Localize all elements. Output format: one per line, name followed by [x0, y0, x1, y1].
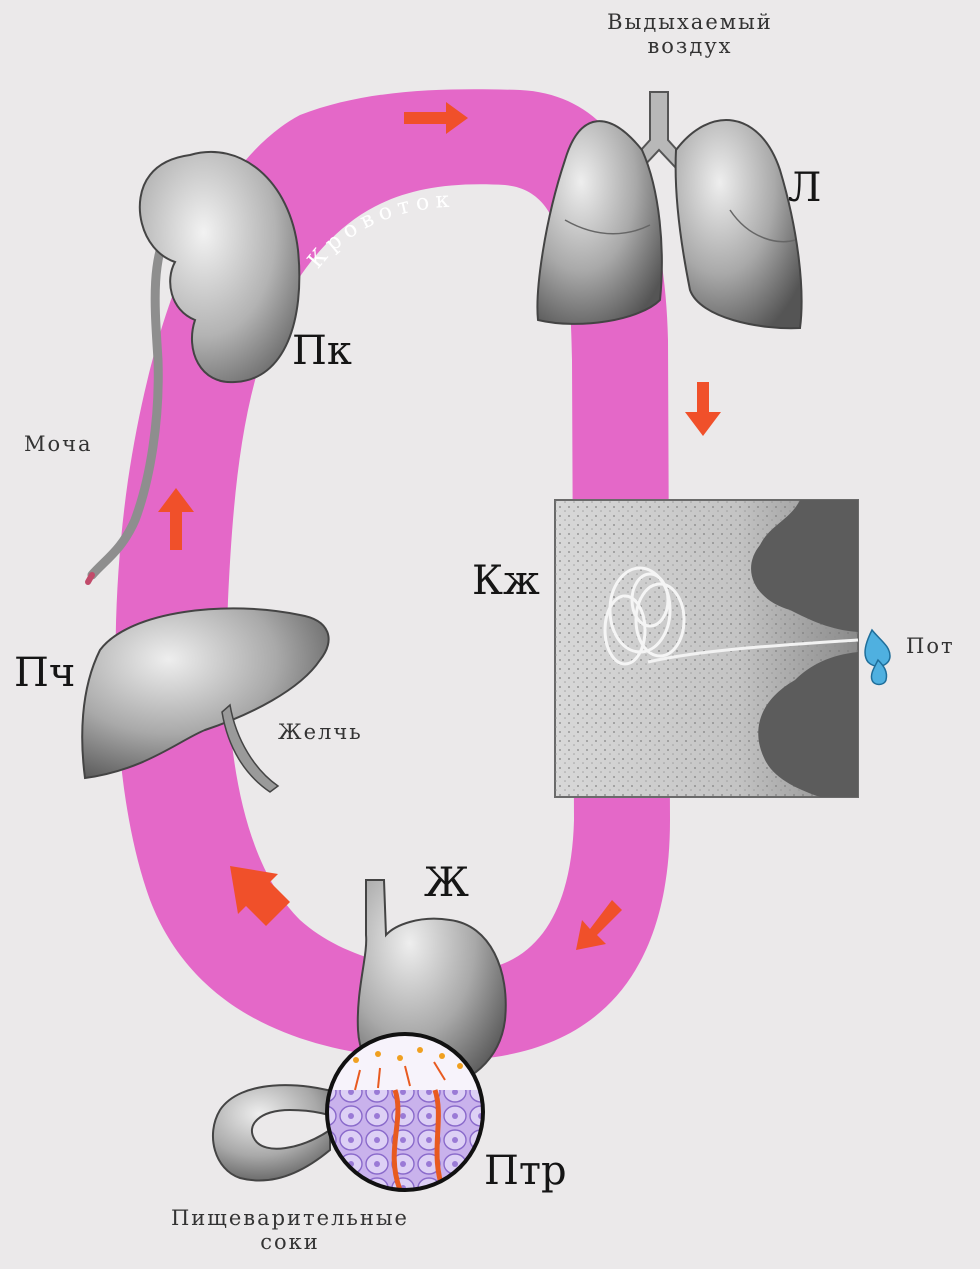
intestine-label: Птр: [484, 1148, 567, 1194]
sweat-label: Пот: [906, 634, 955, 658]
kidney-label: Пк: [292, 328, 352, 374]
skin-label: Кж: [472, 558, 540, 604]
digestive-juices-line1: Пищеварительные: [140, 1206, 440, 1230]
liver-label: Пч: [14, 650, 75, 696]
stomach-label: Ж: [424, 860, 469, 906]
bloodflow-label: Кровоток: [303, 187, 456, 273]
urine-label: Моча: [24, 432, 93, 456]
svg-text:Кровоток: Кровоток: [303, 187, 456, 273]
exhaled-air-line2: воздух: [585, 34, 795, 58]
lungs-label: Л: [788, 165, 821, 211]
exhaled-air-label: Выдыхаемый воздух: [585, 10, 795, 58]
exhaled-air-line1: Выдыхаемый: [585, 10, 795, 34]
digestive-juices-label: Пищеварительные соки: [140, 1206, 440, 1254]
bile-label: Желчь: [278, 720, 363, 744]
digestive-juices-line2: соки: [140, 1230, 440, 1254]
